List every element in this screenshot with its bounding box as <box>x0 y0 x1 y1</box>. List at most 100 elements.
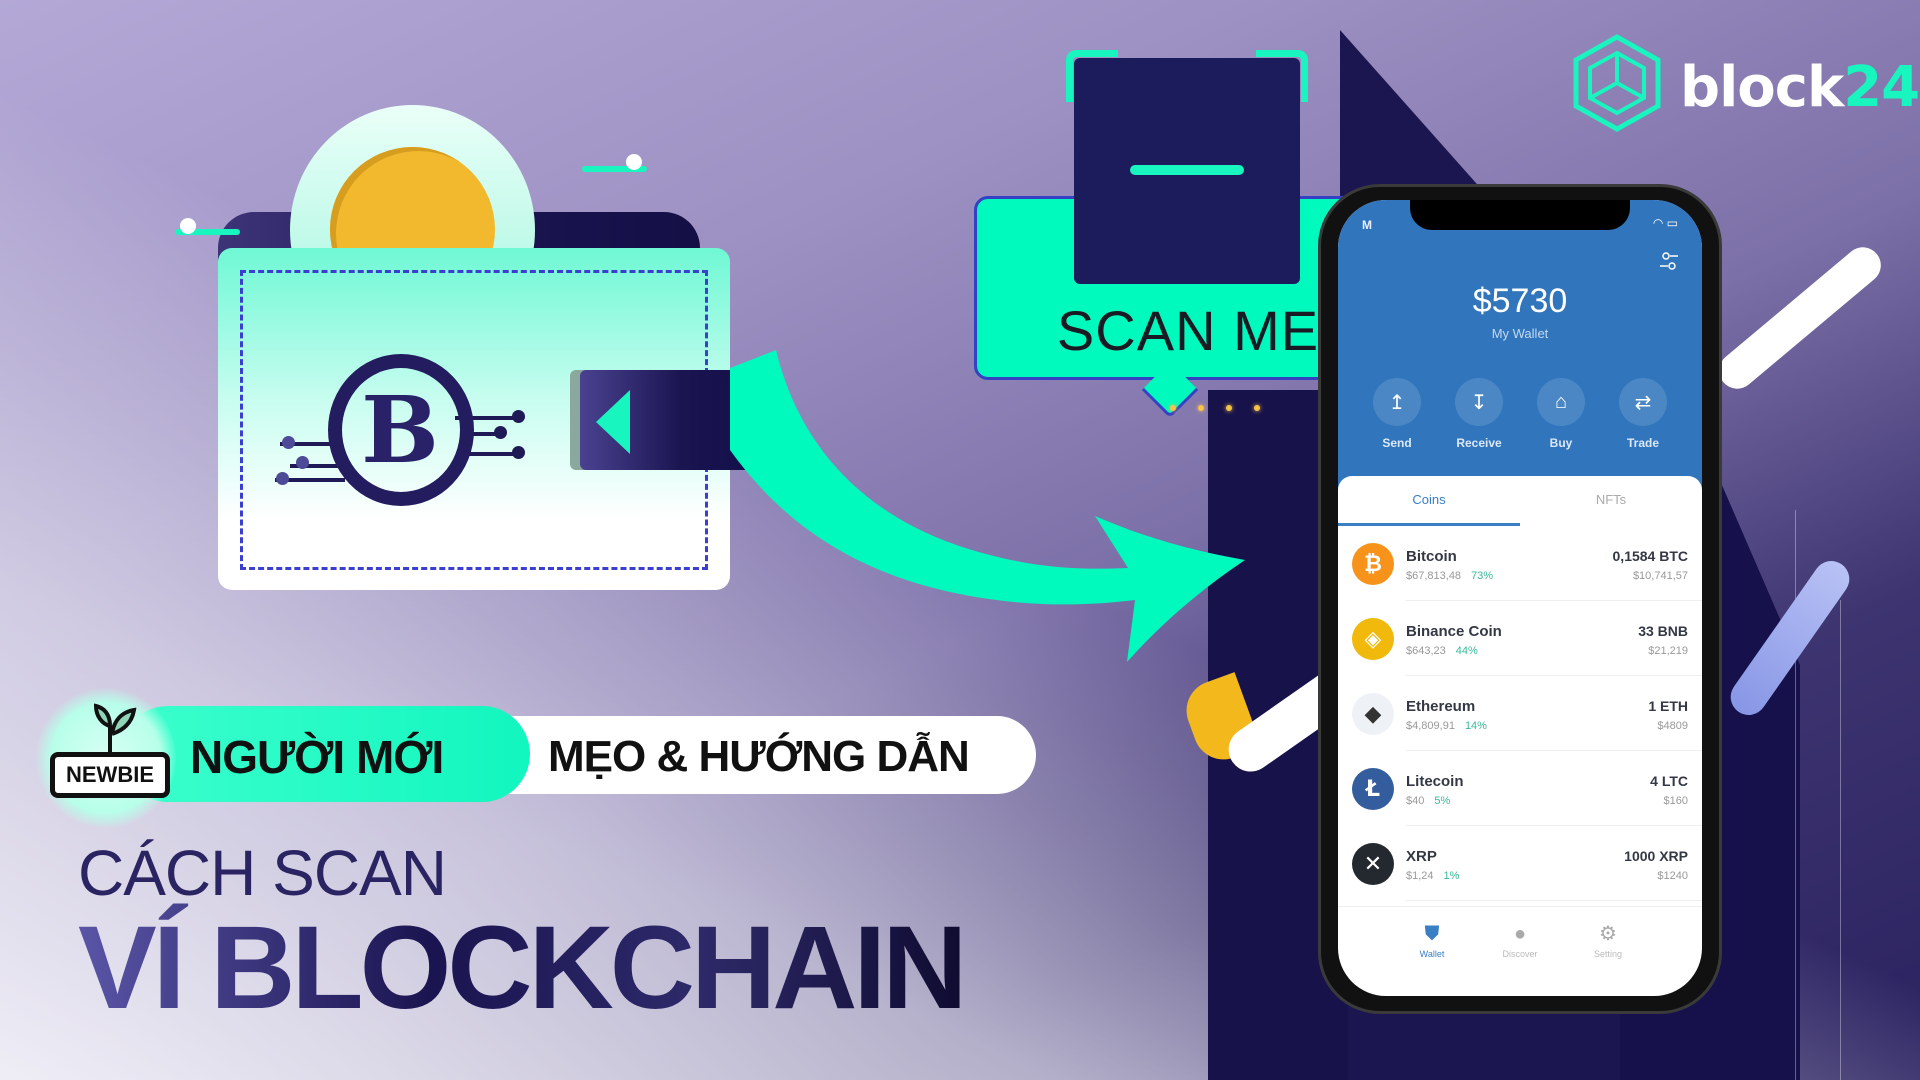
circuit-line <box>290 464 340 468</box>
coin-name: XRP <box>1406 848 1437 865</box>
trade-label: Trade <box>1626 436 1659 450</box>
nav-wallet[interactable]: ⛊ Wallet <box>1408 923 1456 996</box>
coin-amount: 1000 XRP <box>1624 848 1688 864</box>
scan-corner-tr <box>1256 50 1308 102</box>
circuit-line <box>460 432 500 436</box>
category-primary-label: NGƯỜI MỚI <box>190 731 444 783</box>
circuit-dot <box>276 472 289 485</box>
decor-line <box>1795 510 1796 1080</box>
phone-notch <box>1410 200 1630 230</box>
coin-price-value: $643,23 <box>1406 645 1446 657</box>
coin-amount: 1 ETH <box>1648 698 1688 714</box>
coin-change: 5% <box>1434 795 1451 807</box>
litecoin-icon: Ł <box>1352 768 1394 810</box>
swap-icon: ⇄ <box>1619 378 1667 426</box>
block24-cube-logo-icon <box>1573 34 1661 132</box>
coin-amount: 0,1584 BTC <box>1612 548 1688 564</box>
binance-coin-icon: ◈ <box>1352 618 1394 660</box>
coin-value: $21,219 <box>1648 645 1688 657</box>
coin-name: Ethereum <box>1406 698 1476 715</box>
category-pill-primary <box>120 706 530 802</box>
category-pill-secondary <box>470 716 1036 794</box>
coin-price: $1,24 1% <box>1406 870 1459 882</box>
coin-price-value: $67,813,48 <box>1406 570 1462 582</box>
nav-label: Wallet <box>1419 949 1445 959</box>
coin-change: 44% <box>1455 645 1478 657</box>
coin-price-value: $1,24 <box>1406 870 1434 882</box>
headline-line-2: VÍ BLOCKCHAIN <box>78 902 967 1034</box>
coin-change: 14% <box>1464 720 1487 732</box>
decor-dash <box>582 166 647 172</box>
nav-label: Discover <box>1502 949 1538 959</box>
circuit-dot <box>512 446 525 459</box>
sprout-icon <box>93 703 137 756</box>
coin-price: $643,23 44% <box>1406 645 1478 657</box>
sparkle <box>1254 405 1260 411</box>
category-secondary-label: MẸO & HƯỚNG DẪN <box>548 732 970 781</box>
circuit-line <box>275 478 345 482</box>
bottom-nav: ⛊ Wallet ● Discover ⚙ Setting <box>1338 906 1702 996</box>
receive-button[interactable]: ↧ Receive <box>1449 378 1509 450</box>
arrow-down-icon: ↧ <box>1455 378 1503 426</box>
wifi-battery-icon: ◠ ▭ <box>1652 216 1678 230</box>
decor-dot <box>180 218 196 234</box>
wallet-balance: $5730 <box>1472 282 1568 320</box>
bitcoin-icon: ₿ <box>1352 543 1394 585</box>
sparkle <box>1226 405 1232 411</box>
circuit-dot <box>296 456 309 469</box>
scan-me-label: SCAN ME <box>1056 299 1320 362</box>
scan-corner-tl <box>1066 50 1118 102</box>
decor-line <box>1840 600 1841 1080</box>
nav-setting[interactable]: ⚙ Setting <box>1584 923 1632 996</box>
headline-line-1: CÁCH SCAN <box>78 837 447 909</box>
nav-discover[interactable]: ● Discover <box>1496 923 1544 996</box>
coin-price-value: $40 <box>1406 795 1425 807</box>
trade-button[interactable]: ⇄ Trade <box>1613 378 1673 450</box>
triangle-left-icon <box>596 390 630 454</box>
coin-value: $160 <box>1663 795 1688 807</box>
tag-icon: ⌂ <box>1537 378 1585 426</box>
logo-text-main: block <box>1680 55 1844 120</box>
buy-button[interactable]: ⌂ Buy <box>1531 378 1591 450</box>
wallet-name: My Wallet <box>1491 326 1549 341</box>
logo-text-accent: 24 <box>1843 55 1920 120</box>
wallet-actions: ↥ Send ↧ Receive ⌂ Buy ⇄ Trade <box>1338 378 1702 450</box>
receive-label: Receive <box>1456 436 1502 450</box>
nav-label: Setting <box>1593 949 1623 959</box>
decor-dash <box>175 229 240 235</box>
circuit-dot <box>494 426 507 439</box>
tab-coins[interactable]: Coins <box>1338 476 1520 526</box>
circuit-dot <box>512 410 525 423</box>
bitcoin-icon: B <box>361 375 439 484</box>
wallet-header: M ◠ ▭ $5730 My Wallet ↥ Send ↧ Receive ⌂… <box>1338 200 1702 490</box>
circuit-line <box>465 452 515 456</box>
coin-value: $1240 <box>1657 870 1688 882</box>
coin-price: $4,809,91 14% <box>1406 720 1487 732</box>
curved-arrow-icon <box>730 350 1245 662</box>
tab-nfts[interactable]: NFTs <box>1595 492 1627 507</box>
circuit-line <box>280 442 340 446</box>
circuit-line <box>455 416 515 420</box>
coin-price-value: $4,809,91 <box>1406 720 1455 732</box>
newbie-badge: NEWBIE <box>50 752 170 798</box>
sparkle <box>1170 405 1176 411</box>
decor-dot <box>626 154 642 170</box>
coin-value: $10,741,57 <box>1632 570 1688 582</box>
arrow-up-icon: ↥ <box>1373 378 1421 426</box>
coin-change: 1% <box>1443 870 1460 882</box>
shield-icon: ⛊ <box>1424 923 1440 945</box>
scan-line <box>1130 165 1244 175</box>
compass-icon: ● <box>1513 923 1527 945</box>
coin-price: $40 5% <box>1406 795 1450 807</box>
coin-amount: 33 BNB <box>1638 623 1688 639</box>
send-button[interactable]: ↥ Send <box>1367 378 1427 450</box>
filter-settings-icon[interactable] <box>1658 250 1680 272</box>
sparkle <box>1198 405 1204 411</box>
